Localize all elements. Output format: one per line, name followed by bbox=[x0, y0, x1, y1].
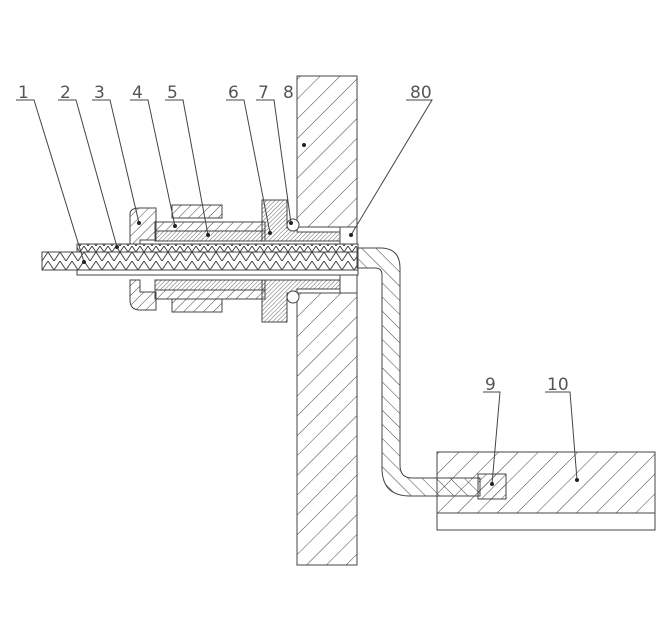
label-1: 1 bbox=[18, 83, 29, 103]
label-2: 2 bbox=[60, 83, 71, 103]
sheath-2-lower bbox=[76, 269, 359, 276]
cable-1 bbox=[41, 251, 359, 271]
label-8: 8 bbox=[283, 83, 294, 103]
seal-4-5 bbox=[154, 221, 266, 300]
label-10: 10 bbox=[547, 375, 569, 395]
label-6: 6 bbox=[228, 83, 239, 103]
label-9: 9 bbox=[485, 375, 496, 395]
terminal-9 bbox=[477, 473, 507, 500]
label-4: 4 bbox=[132, 83, 143, 103]
label-80: 80 bbox=[410, 83, 432, 103]
label-3: 3 bbox=[94, 83, 105, 103]
wall-8 bbox=[296, 75, 358, 566]
gap-80-lower bbox=[339, 274, 358, 294]
cap-nut-3 bbox=[129, 204, 223, 313]
label-5: 5 bbox=[167, 83, 178, 103]
label-7: 7 bbox=[258, 83, 269, 103]
leader-lines bbox=[16, 99, 579, 486]
o-ring-7 bbox=[286, 218, 300, 232]
o-ring-7-lower bbox=[286, 290, 300, 304]
sheath-2 bbox=[76, 243, 359, 253]
